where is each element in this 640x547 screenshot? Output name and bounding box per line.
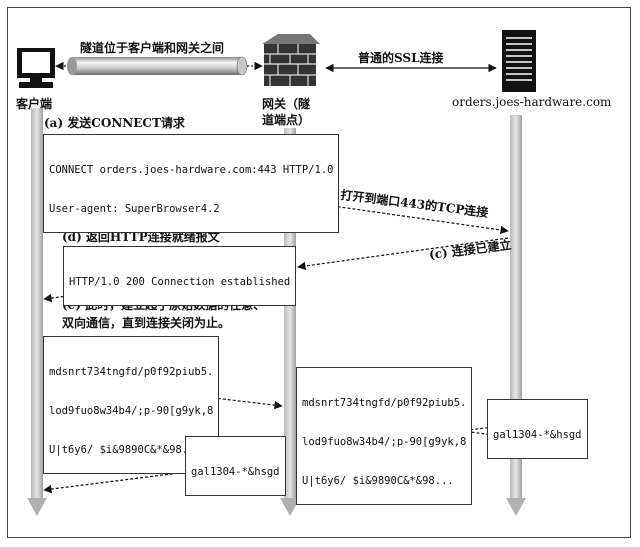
- figure-frame: [7, 7, 631, 538]
- status-line: HTTP/1.0 200 Connection established: [69, 276, 291, 288]
- gateway-label-line2: 道端点）: [262, 113, 311, 127]
- raw-data-line: U|t6y6/ $i&9890C&*&98...: [302, 475, 454, 487]
- client-label: 客户端: [16, 97, 53, 111]
- raw-data-line: U|t6y6/ $i&9890C&*&98...: [49, 444, 201, 456]
- reply-data-line: gal1304-*&hsgd: [493, 429, 582, 441]
- user-agent-line: User-agent: SuperBrowser4.2: [49, 203, 220, 215]
- firewall-icon: [262, 34, 320, 86]
- connect-request-box: CONNECT orders.joes-hardware.com:443 HTT…: [43, 134, 340, 233]
- raw-data-line: mdsnrt734tngfd/p0f92piub5.: [49, 366, 214, 378]
- server-icon: [502, 30, 536, 92]
- tunnel-tube: [55, 56, 263, 76]
- computer-icon: [17, 48, 55, 88]
- connection-established-box: HTTP/1.0 200 Connection established: [63, 246, 297, 306]
- step-d-label: (d) 返回HTTP连接就绪报文: [62, 230, 220, 244]
- server-label: orders.joes-hardware.com: [452, 95, 612, 109]
- raw-data-line: mdsnrt734tngfd/p0f92piub5.: [302, 397, 467, 409]
- step-a-label: (a) 发送CONNECT请求: [44, 116, 185, 130]
- raw-data-line: lod9fuo8w34b4/;p-90[g9yk,8: [302, 436, 467, 448]
- gateway-label-line1: 网关（隧: [262, 97, 311, 111]
- raw-data-gateway-box: mdsnrt734tngfd/p0f92piub5. lod9fuo8w34b4…: [296, 367, 473, 505]
- lifeline-client: [27, 108, 47, 516]
- reply-server-box: gal1304-*&hsgd: [487, 399, 588, 459]
- step-e-label-line2: 双向通信，直到连接关闭为止。: [62, 316, 231, 330]
- arrow-connection-established: [297, 237, 509, 271]
- ssl-label: 普通的SSL连接: [358, 51, 444, 65]
- raw-data-line: lod9fuo8w34b4/;p-90[g9yk,8: [49, 405, 214, 417]
- reply-data-line: gal1304-*&hsgd: [191, 466, 280, 478]
- reply-gateway-box: gal1304-*&hsgd: [185, 436, 286, 496]
- tunnel-label: 隧道位于客户端和网关之间: [80, 41, 225, 55]
- connect-request-line: CONNECT orders.joes-hardware.com:443 HTT…: [49, 164, 334, 176]
